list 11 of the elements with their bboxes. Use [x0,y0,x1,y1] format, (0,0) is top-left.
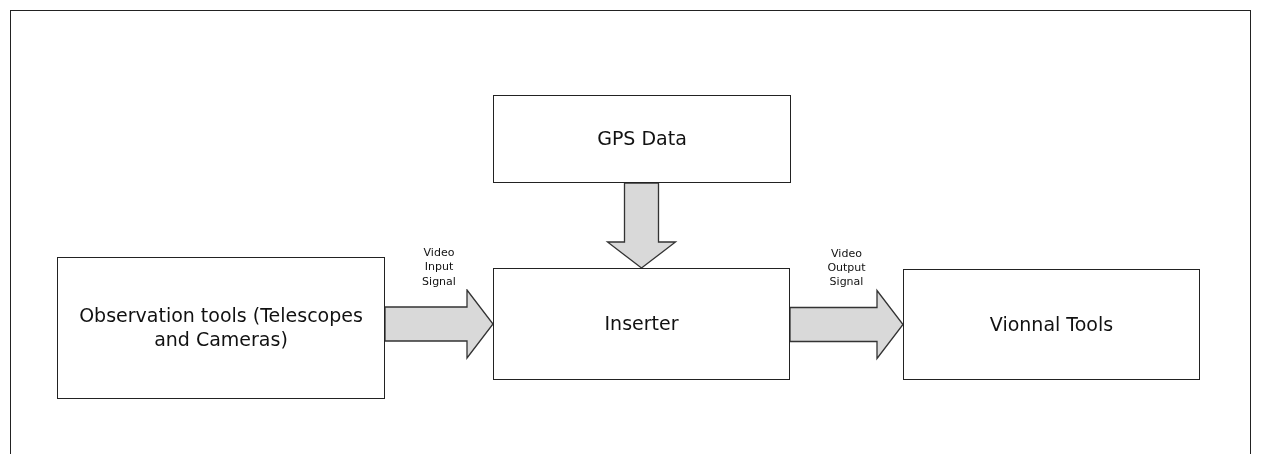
block-arrow [605,182,678,269]
process-box [493,268,790,380]
process-box [57,257,385,399]
node-label: GPS Data [597,127,687,151]
node-label: Vionnal Tools [989,312,1114,337]
block-arrow [384,288,494,360]
block-arrow [789,288,904,361]
node-label: Observation tools (Telescopes and Cameras) [78,304,364,352]
node-label: Inserter [604,312,679,336]
process-box [493,95,791,183]
process-box [903,269,1200,380]
